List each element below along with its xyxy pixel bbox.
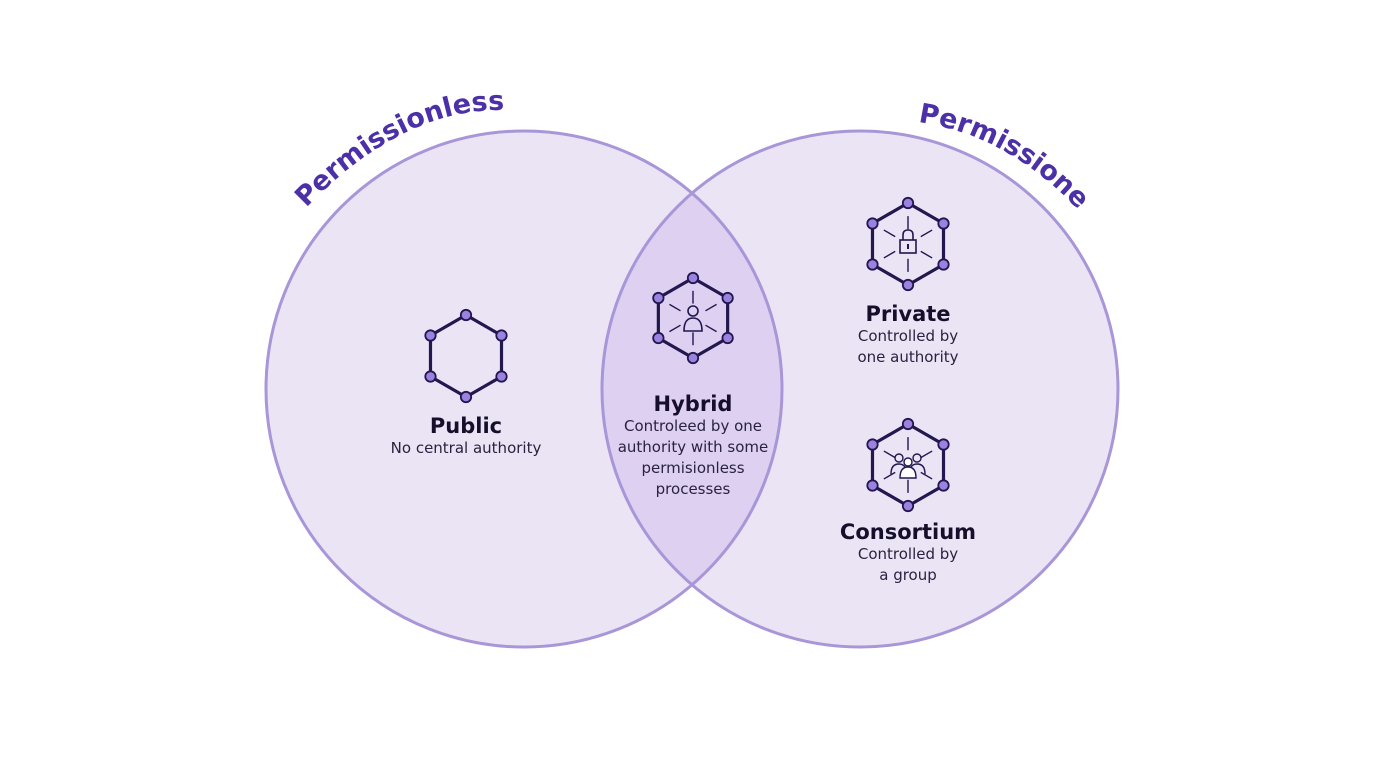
network-spoke [883, 250, 896, 259]
public-description: No central authority [390, 439, 542, 457]
lock-keyhole [907, 244, 909, 249]
network-node [459, 308, 473, 322]
group-member-head [912, 453, 922, 463]
network-node [937, 479, 950, 492]
network-spoke [669, 303, 681, 312]
network-node [866, 479, 879, 492]
overlap-region [602, 131, 782, 647]
private-label: Private Controlled by one authority [808, 302, 1008, 368]
network-spoke [920, 471, 933, 480]
hybrid-description-line: Controleed by one [623, 417, 763, 435]
network-node [866, 258, 879, 271]
network-spoke [920, 229, 933, 238]
network-node [901, 417, 915, 431]
group-member-head [894, 453, 904, 463]
consortium-name: Consortium [839, 520, 977, 544]
network-node [721, 291, 734, 305]
private-description-line: Controlled by [857, 327, 959, 345]
network-spoke [705, 324, 717, 333]
group-member-head [903, 457, 913, 467]
network-spoke [883, 471, 896, 480]
network-lock-icon [866, 196, 950, 292]
hybrid-description-line: permisionless [641, 459, 745, 477]
consortium-label: Consortium Controlled by a group [798, 520, 1018, 586]
network-node [937, 258, 950, 271]
hybrid-name: Hybrid [653, 392, 733, 416]
network-spoke [920, 250, 933, 259]
hybrid-description-line: processes [655, 480, 731, 498]
network-node [652, 331, 665, 345]
network-node [937, 217, 950, 230]
permissioned-circle-outline [600, 129, 1120, 649]
network-node [866, 217, 879, 230]
group-member-body [910, 463, 926, 475]
network-node [495, 329, 508, 342]
network-node [901, 196, 915, 210]
hybrid-description-line: authority with some [617, 438, 769, 456]
network-node [424, 329, 437, 342]
network-node [901, 499, 915, 513]
network-node [901, 278, 915, 292]
network-node [424, 370, 437, 383]
public-name: Public [429, 414, 503, 438]
group-member-body [890, 463, 906, 475]
network-node [721, 331, 734, 345]
network-spoke [920, 450, 933, 459]
public-label: Public No central authority [366, 414, 566, 459]
permissionless-circle-outline [264, 129, 784, 649]
network-spoke [705, 303, 717, 312]
network-node [937, 438, 950, 451]
group-member-body [899, 466, 917, 479]
person-head [687, 305, 699, 317]
network-node [866, 438, 879, 451]
network-spoke [883, 229, 896, 238]
network-node [686, 351, 700, 365]
network-node [652, 291, 665, 305]
lock-shackle [902, 229, 914, 240]
hybrid-label: Hybrid Controleed by one authority with … [600, 392, 786, 500]
network-node [495, 370, 508, 383]
network-node [459, 390, 473, 404]
person-body [683, 317, 703, 332]
private-name: Private [865, 302, 951, 326]
network-spoke [669, 324, 681, 333]
network-node [686, 271, 700, 285]
network-person-icon [652, 271, 734, 365]
network-hexagon-icon [424, 308, 508, 404]
consortium-description-line: Controlled by [857, 545, 959, 563]
network-spoke [883, 450, 896, 459]
private-description-line: one authority [857, 348, 959, 366]
network-group-icon [866, 417, 950, 513]
lock-body [899, 239, 917, 254]
consortium-description-line: a group [879, 566, 937, 584]
